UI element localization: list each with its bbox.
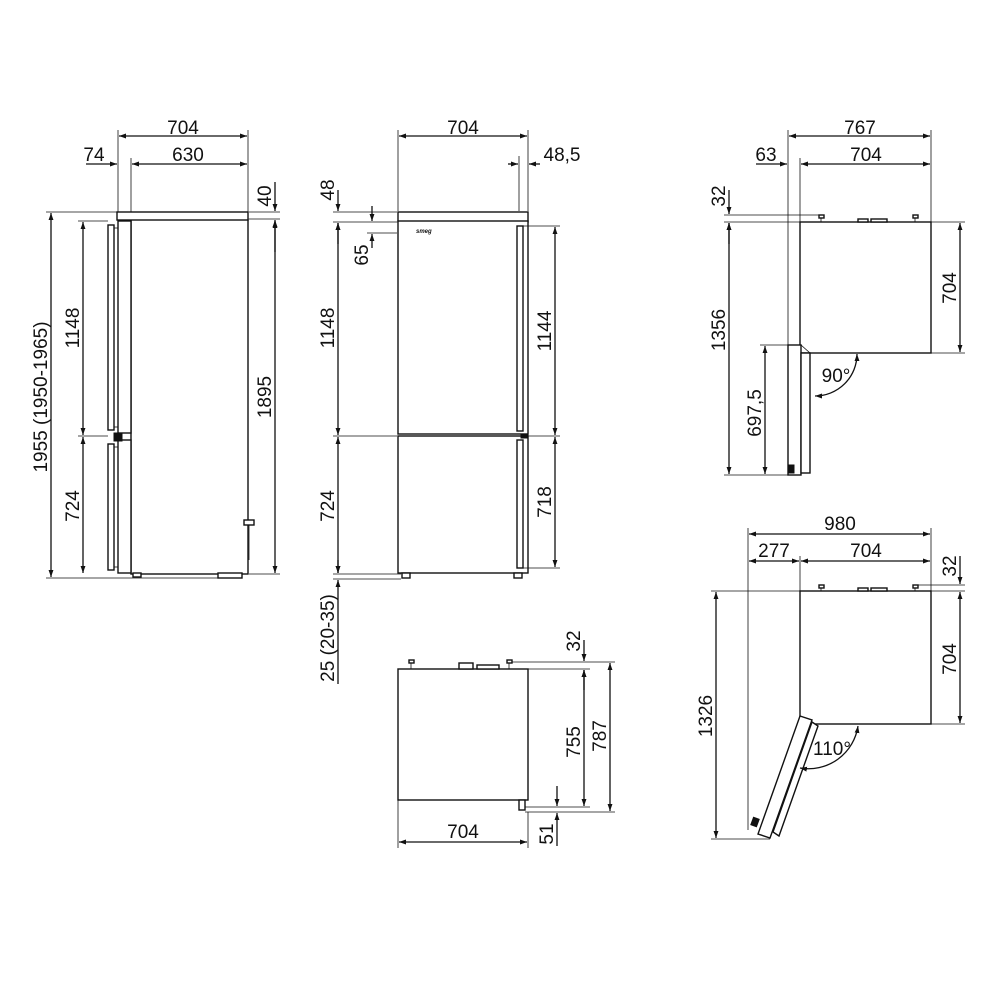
top-view-body [397, 668, 529, 801]
side-view: 704 630 74 40 1895 1955 (1950-1965) 1148… [31, 118, 280, 579]
front-top-gap-label: 48 [318, 179, 339, 200]
door-110-top-gap-label: 32 [940, 555, 961, 576]
door-90-body [799, 221, 932, 354]
front-hinge-gap-label: 65 [352, 244, 373, 265]
front-feet-height-label: 25 (20-35) [318, 594, 339, 682]
door-110-open-depth-label: 1326 [696, 695, 717, 737]
side-lower-door [117, 439, 132, 574]
side-top-gap-label: 40 [255, 185, 276, 206]
door-90-top-gap-label: 32 [709, 185, 730, 206]
side-lower-handle [107, 443, 115, 571]
side-lower-height-label: 724 [63, 490, 84, 522]
side-cabinet-height-label: 1895 [255, 376, 276, 418]
front-lower-door-label: 718 [535, 486, 556, 518]
top-view-755-label: 755 [564, 726, 585, 758]
top-view-width-label: 704 [447, 822, 479, 843]
front-upper-door [397, 220, 529, 435]
top-view-gap-label: 32 [564, 630, 585, 651]
door-110-total-width-label: 980 [824, 514, 856, 535]
side-upper-handle [107, 224, 115, 431]
front-upper-door-label: 1144 [535, 310, 556, 351]
front-lower-door [397, 435, 529, 574]
door-90-width-label: 704 [850, 145, 882, 166]
top-view-787-label: 787 [590, 720, 611, 752]
front-brand-logo: smeg [416, 229, 432, 235]
door-90-offset-label: 63 [755, 145, 776, 166]
top-view: 32 755 787 51 704 [397, 630, 615, 848]
door-110-view: 110° 980 277 704 32 704 1326 [696, 514, 965, 840]
front-width-label: 704 [447, 118, 479, 139]
door-90-angle-label: 90° [822, 366, 851, 387]
side-total-height-label: 1955 (1950-1965) [31, 321, 52, 472]
side-body-depth-label: 630 [172, 145, 204, 166]
door-110-width-label: 704 [850, 541, 882, 562]
side-top-depth-label: 704 [167, 118, 199, 139]
top-view-bottom-gap-label: 51 [537, 823, 558, 844]
front-upper-height-label: 1148 [318, 308, 339, 349]
door-90-open-door [787, 344, 802, 476]
door-90-view: 90° 767 704 63 32 1356 697,5 704 [709, 118, 965, 476]
door-110-open-door [750, 715, 819, 839]
door-90-open-depth-label: 1356 [709, 309, 730, 351]
side-cabinet [130, 218, 249, 575]
side-upper-height-label: 1148 [63, 308, 84, 349]
side-door-offset-label: 74 [83, 145, 105, 166]
door-110-body [799, 590, 932, 725]
front-lower-height-label: 724 [318, 490, 339, 522]
front-side-gap-label: 48,5 [544, 145, 581, 166]
door-110-offset-label: 277 [758, 541, 790, 562]
side-top-plate [116, 211, 249, 221]
door-90-door-depth-label: 697,5 [745, 389, 766, 437]
door-90-depth-label: 704 [940, 272, 961, 304]
door-90-total-width-label: 767 [844, 118, 876, 139]
side-upper-door [117, 220, 132, 434]
door-110-angle-label: 110° [813, 739, 851, 760]
door-110-depth-label: 704 [940, 643, 961, 675]
front-view: smeg 704 48,5 48 65 1148 724 25 (20-35) … [318, 118, 580, 684]
